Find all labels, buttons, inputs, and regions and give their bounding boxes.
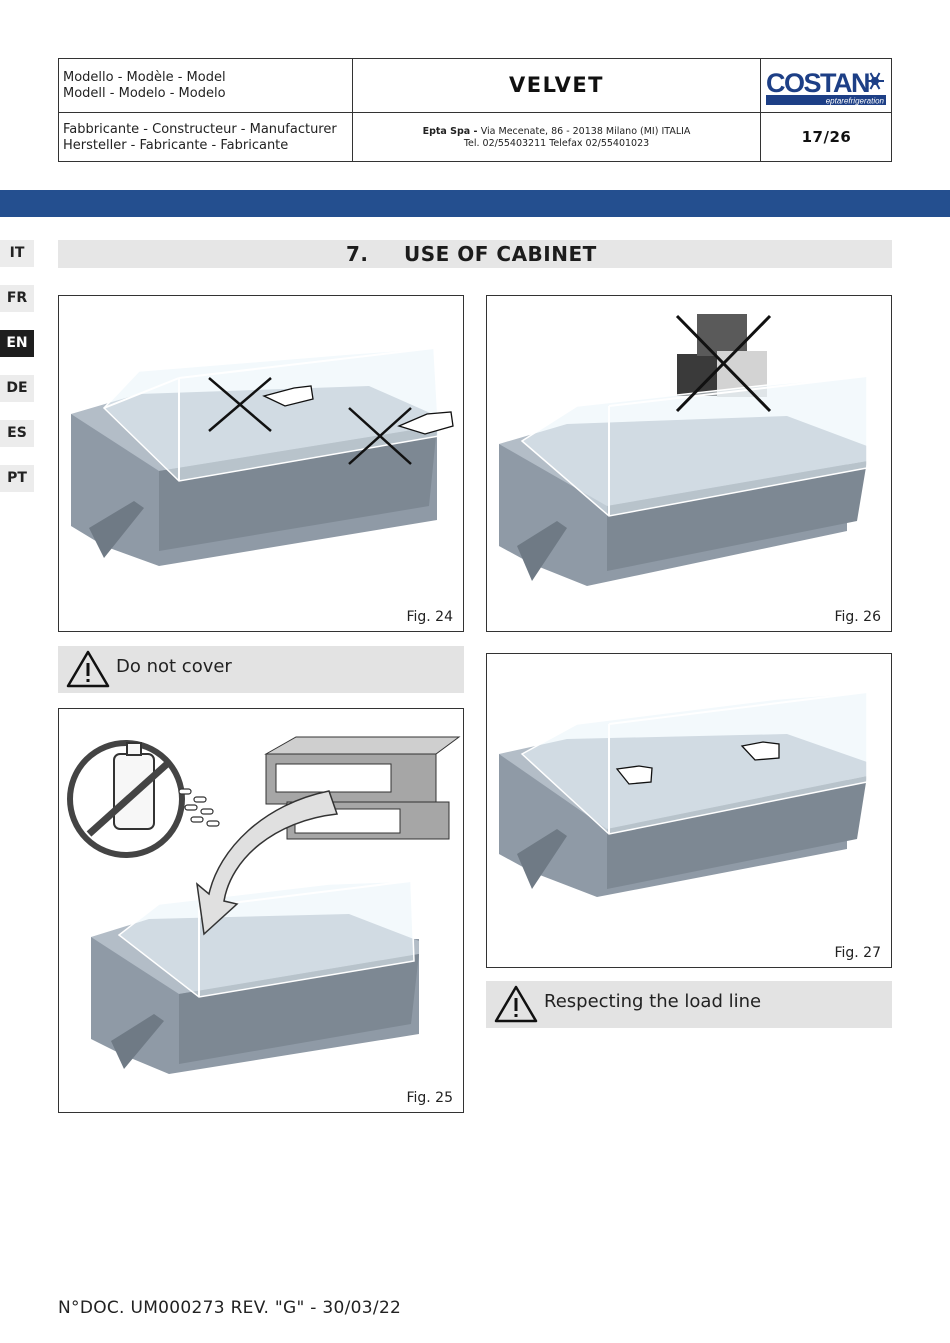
figure-25: Fig. 25 [58, 708, 464, 1113]
manufacturer-label-line-2: Hersteller - Fabricante - Fabricante [63, 138, 289, 153]
warning-load-line: Respecting the load line [486, 981, 892, 1028]
header-band [0, 190, 950, 217]
header-table: Modello - Modèle - Model Modell - Modelo… [58, 58, 892, 162]
figure-27-caption: Fig. 27 [834, 945, 881, 961]
warning-do-not-cover: Do not cover [58, 646, 464, 693]
display-cabinet-illustration [499, 375, 868, 586]
figure-26: Fig. 26 [486, 295, 892, 632]
warning-text: Respecting the load line [544, 991, 762, 1012]
company-address: Via Mecenate, 86 - 20138 Milano (MI) ITA… [480, 126, 691, 137]
prohibited-products-icon [67, 740, 220, 858]
hand-icon [262, 385, 454, 435]
document-number: N°DOC. UM000273 REV. "G" - 30/03/22 [58, 1298, 402, 1318]
tab-language-pt[interactable]: PT [0, 465, 34, 492]
brand-logo: COSTAN eptarefrigeration [761, 62, 892, 112]
model-label-line-2: Modell - Modelo - Modelo [63, 86, 226, 101]
display-cabinet-illustration [71, 347, 440, 566]
section-title: 7. USE OF CABINET [58, 240, 892, 268]
tab-language-es[interactable]: ES [0, 420, 34, 447]
page-number: 17/26 [801, 128, 852, 146]
section-heading: USE OF CABINET [404, 242, 597, 266]
boxes-on-top-illustration [677, 314, 767, 397]
arrow-icon [195, 790, 339, 936]
tab-language-en[interactable]: EN [0, 330, 34, 357]
company-phone: Tel. 02/55403211 Telefax 02/55401023 [463, 138, 650, 149]
warning-triangle-icon [494, 985, 538, 1023]
model-label-line-1: Modello - Modèle - Model [63, 70, 226, 85]
figure-27: Fig. 27 [486, 653, 892, 968]
figure-24-caption: Fig. 24 [406, 609, 453, 625]
figure-25-caption: Fig. 25 [406, 1090, 453, 1106]
tab-language-de[interactable]: DE [0, 375, 34, 402]
prohibited-icon [675, 314, 772, 413]
snowflake-icon [866, 72, 884, 90]
hand-icon [615, 741, 780, 785]
manufacturer-label-line-1: Fabbricante - Constructeur - Manufacture… [63, 122, 337, 137]
warning-triangle-icon [66, 650, 110, 688]
figure-26-caption: Fig. 26 [834, 609, 881, 625]
cabinet-illustration [91, 880, 419, 1074]
prohibited-touch-icon [208, 377, 412, 465]
company-name: Epta Spa - [422, 126, 481, 137]
section-number: 7. [346, 242, 369, 266]
model-name: VELVET [508, 73, 604, 97]
display-cabinet-illustration [499, 691, 868, 897]
brand-wordmark: COSTAN [766, 68, 869, 98]
brand-subtitle: eptarefrigeration [826, 97, 885, 106]
warning-text: Do not cover [116, 656, 232, 677]
tab-language-it[interactable]: IT [0, 240, 34, 267]
figure-24: Fig. 24 [58, 295, 464, 632]
tab-language-fr[interactable]: FR [0, 285, 34, 312]
